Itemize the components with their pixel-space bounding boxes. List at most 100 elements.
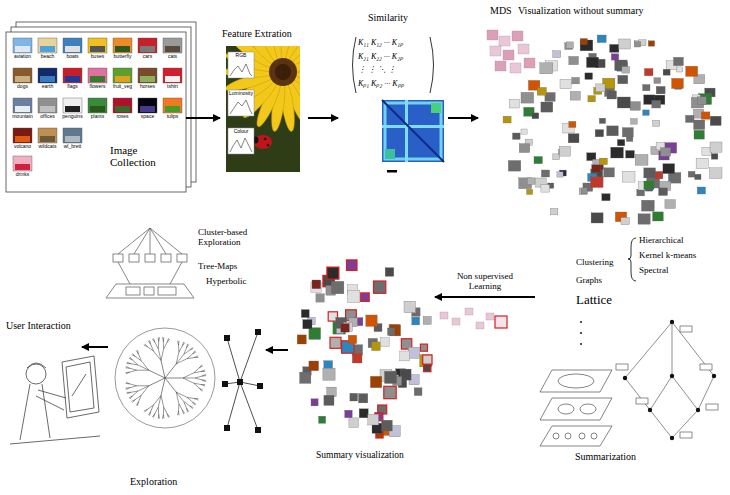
method-label: Graphs	[576, 276, 628, 286]
tree-branch	[176, 392, 179, 404]
thumbnail	[565, 43, 573, 50]
matrix-row: K₂₁ K₂₂ ··· K₂ₚ	[358, 53, 428, 62]
tree-branch	[176, 359, 187, 364]
summarization-figure-part-part	[579, 433, 585, 439]
thumbnail	[617, 140, 624, 146]
thumbnail	[541, 170, 549, 177]
thumbnail	[88, 98, 107, 113]
thumbnail	[518, 44, 529, 54]
feature-image-part	[269, 58, 297, 86]
thumbnail	[312, 280, 321, 289]
treemap-icon-part	[145, 254, 155, 262]
summarization-figure-part-part	[700, 364, 712, 370]
thumbnail	[63, 128, 82, 143]
tree-branch	[150, 340, 151, 344]
similarity-heatmap-part	[382, 100, 444, 162]
text-holder: User Interaction	[6, 320, 82, 331]
thumbnail	[301, 310, 309, 318]
flow-arrow	[266, 349, 288, 351]
feature-panel: Feature Extration	[220, 26, 308, 178]
thumbnail-detail	[15, 164, 30, 170]
tree-branch	[161, 378, 165, 396]
thumbnail	[621, 218, 630, 225]
tree-branch	[183, 373, 194, 378]
thumbnail	[557, 172, 563, 177]
feature-image-part	[228, 90, 254, 116]
thumbnail	[672, 78, 684, 88]
thumbnail	[569, 121, 576, 127]
thumbnail	[659, 188, 668, 196]
category-label: buses	[85, 54, 110, 60]
category-label: offices	[35, 114, 60, 120]
thumbnail	[611, 147, 624, 158]
label-holder: Tree-Maps	[198, 262, 262, 272]
thumbnail	[512, 31, 523, 41]
tree-branch	[133, 360, 138, 365]
star-graph-part-part	[222, 381, 228, 387]
user-sketch-part	[27, 363, 46, 368]
thumbnail	[361, 293, 370, 302]
thumbnail-detail	[90, 46, 105, 52]
category-label: horses	[135, 84, 160, 90]
thumbnail	[423, 316, 431, 324]
stage-title: MDS	[490, 5, 518, 16]
method-label: Clustering	[576, 258, 628, 268]
thumbnail-detail	[115, 46, 130, 52]
tree-branch	[161, 396, 164, 408]
summarization-figure-part-part	[672, 376, 698, 410]
method-label: Lattice	[576, 293, 630, 307]
feature-image-part	[230, 100, 252, 114]
thumbnail	[513, 133, 521, 139]
technique-label: Tree-Maps	[198, 262, 262, 272]
treemap-icon-part	[113, 254, 123, 262]
label-holder: K₂₁ K₂₂ ··· K₂ₚ	[358, 53, 428, 62]
star-graph-part-part	[240, 382, 258, 430]
thumbnail	[638, 214, 650, 224]
thumbnail	[568, 134, 579, 143]
summarization-figure-part-part	[670, 320, 674, 324]
thumbnail	[345, 410, 353, 418]
tree-branch	[187, 358, 194, 359]
tree-branch	[139, 354, 142, 361]
summarization-figure-part	[616, 326, 718, 438]
tree-branch	[149, 378, 165, 386]
label-holder: Kernel k-means	[639, 251, 723, 261]
label-holder: earth	[35, 84, 60, 90]
thumbnail	[348, 290, 360, 302]
thumbnail	[572, 77, 580, 84]
treemap-icon-part	[134, 228, 150, 254]
label-holder: drinks	[10, 172, 35, 178]
thumbnail	[604, 168, 615, 177]
label-holder: Cluster-based Exploration	[198, 228, 262, 248]
tree-branch	[136, 402, 138, 406]
thumbnail	[13, 128, 32, 143]
image-stack	[6, 22, 196, 192]
tree-branch	[195, 376, 202, 378]
thumbnail	[163, 38, 182, 53]
thumbnail	[88, 68, 107, 83]
similarity-heatmap-part	[387, 170, 397, 173]
tree-branch	[127, 363, 131, 364]
text-holder: Summarization	[575, 451, 685, 462]
treemap-icon-part	[144, 287, 154, 295]
tree-branch	[138, 350, 139, 354]
tree-branch	[199, 388, 202, 391]
tree-branch	[178, 345, 179, 352]
label-holder: flowers	[85, 84, 110, 90]
interaction-panel: User Interaction	[4, 318, 82, 463]
exploration-panel: Exploration	[108, 222, 266, 492]
category-label: tulips	[160, 114, 185, 120]
thumbnail	[644, 69, 653, 76]
tree-branch	[165, 378, 176, 392]
thumbnail	[591, 177, 604, 188]
thumbnail	[560, 79, 571, 88]
summarization-figure-part	[580, 332, 582, 334]
thumbnail-detail	[15, 106, 30, 112]
summarization-figure-part	[540, 370, 612, 446]
thumbnail	[541, 185, 550, 192]
thumbnail	[113, 38, 132, 53]
stage-title: Exploration	[130, 476, 230, 487]
tree-branch	[190, 406, 193, 409]
feature-image-part	[230, 64, 252, 76]
